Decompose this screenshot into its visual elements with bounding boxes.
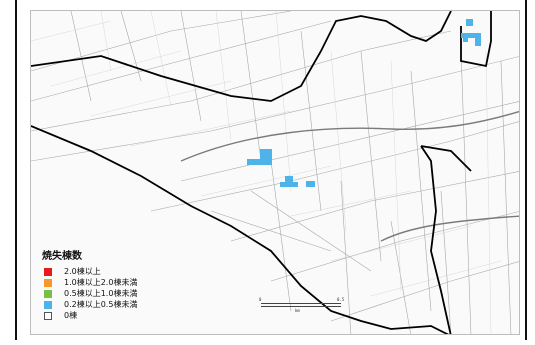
scale-bar: 0 0.5 km <box>257 297 347 315</box>
legend-item: 0.5棟以上1.0棟未満 <box>44 288 192 299</box>
major-road <box>180 110 519 242</box>
legend-swatch-blue <box>44 300 52 309</box>
scale-line <box>261 303 341 307</box>
legend-swatch-green <box>44 289 52 298</box>
scale-unit: km <box>295 308 300 313</box>
burned-block <box>475 33 481 46</box>
legend-swatch-red <box>44 267 52 276</box>
scale-label-left: 0 <box>259 297 262 302</box>
burned-block <box>463 36 468 42</box>
scale-label-right: 0.5 <box>337 297 345 302</box>
legend-swatch-orange <box>44 278 52 287</box>
legend-label: 0棟 <box>64 311 78 320</box>
page-border <box>15 0 527 340</box>
legend-label: 1.0棟以上2.0棟未満 <box>64 278 138 287</box>
burned-blocks <box>247 19 481 187</box>
legend-item: 1.0棟以上2.0棟未満 <box>44 277 192 288</box>
burned-block <box>466 19 473 26</box>
legend-item: 0棟 <box>44 310 192 321</box>
burned-block <box>461 33 481 38</box>
legend-label: 0.5棟以上1.0棟未満 <box>64 289 138 298</box>
burned-block <box>280 182 298 187</box>
legend-label: 2.0棟以上 <box>64 267 101 276</box>
legend-swatch-white <box>44 311 52 320</box>
street-map <box>31 11 519 334</box>
burned-block <box>306 181 315 187</box>
legend-label: 0.2棟以上0.5棟未満 <box>64 300 138 309</box>
legend-item: 2.0棟以上 <box>44 266 192 277</box>
burned-block <box>285 176 293 186</box>
burned-block <box>247 159 272 165</box>
street-network <box>31 11 519 334</box>
legend-item: 0.2棟以上0.5棟未満 <box>44 299 192 310</box>
minor-streets <box>31 11 502 334</box>
map-legend: 焼失棟数 2.0棟以上 1.0棟以上2.0棟未満 0.5棟以上1.0棟未満 0.… <box>42 247 192 321</box>
map-canvas[interactable] <box>30 10 520 335</box>
district-boundary <box>31 11 492 334</box>
legend-title: 焼失棟数 <box>42 251 82 262</box>
